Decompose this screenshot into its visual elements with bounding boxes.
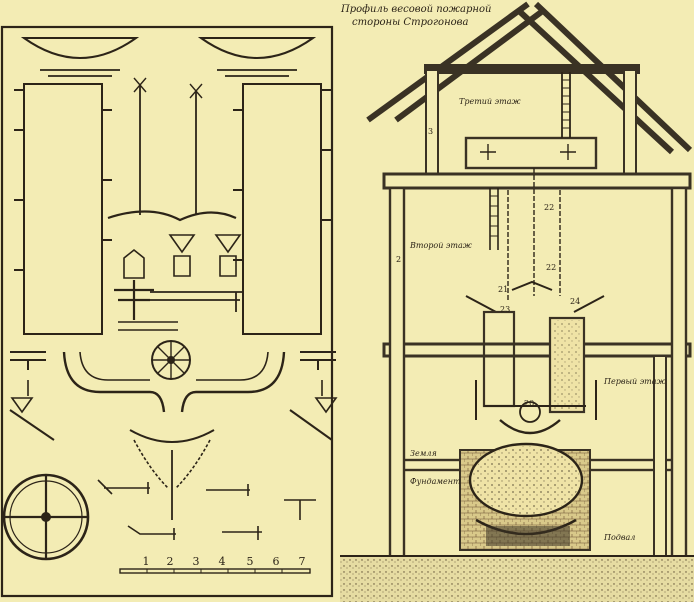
floor-label: Земля (410, 449, 437, 458)
small-gear (519, 401, 541, 423)
roof-tie-beam (424, 64, 640, 74)
wall-left (388, 186, 406, 565)
drawing-subtitle: стороны Строгонова (352, 17, 468, 28)
scale-number: 2 (167, 555, 174, 568)
floor-label: Первый этаж (603, 377, 666, 386)
drawing-title: Профиль весовой пожарной (340, 4, 491, 15)
floor-label: Третий этаж (459, 97, 521, 106)
connecting-rods (507, 168, 561, 300)
cylinder-right (242, 83, 322, 335)
funnel (511, 280, 553, 291)
manifold-left (62, 351, 166, 413)
firebox (486, 526, 570, 546)
right-panel-building-section: Профиль весовой пожарной стороны Строгон… (340, 1, 694, 602)
part-number: 23 (500, 305, 510, 314)
lantern-valve (123, 248, 145, 279)
rack-left (489, 188, 499, 250)
rack-rod (561, 72, 571, 138)
part-number: 21 (498, 285, 508, 294)
part-number: 2 (396, 255, 401, 264)
part-number: 24 (570, 297, 580, 306)
floor-beam-middle (382, 342, 692, 358)
air-chamber (129, 429, 215, 443)
part-number: 22 (546, 263, 556, 272)
part-number: 3 (428, 127, 433, 136)
valve-heads (168, 234, 242, 254)
cross-fitting (114, 280, 154, 320)
part-number: 20 (524, 399, 534, 408)
cylinder-left (23, 83, 103, 335)
handwheel (2, 473, 90, 561)
wall-inner-right (653, 355, 667, 563)
basin-right (197, 37, 317, 59)
left-panel-mechanism-parts: 1 2 3 4 5 6 7 (0, 25, 338, 598)
post (623, 69, 637, 181)
scale-number: 3 (193, 555, 200, 568)
chain (133, 439, 211, 489)
left-panel-frame (0, 25, 334, 598)
scale-number: 5 (247, 555, 254, 568)
post (425, 69, 439, 181)
floor-label: Фундамент (410, 477, 461, 486)
pump-cylinder-left (482, 310, 516, 408)
ground (340, 556, 694, 602)
scale-number: 6 (273, 555, 280, 568)
floor-label: Второй этаж (409, 241, 472, 250)
floor-label: Подвал (603, 533, 635, 542)
wall-right (670, 186, 688, 565)
scale-bar: 1 2 3 4 5 6 7 (119, 555, 311, 574)
lever-beam (107, 210, 237, 222)
basin-left (20, 37, 140, 59)
part-number: 22 (544, 203, 554, 212)
upper-tank (464, 136, 598, 170)
scale-number: 7 (299, 555, 306, 568)
piston-rods (139, 84, 197, 215)
floor-beam-upper (382, 172, 692, 190)
scale-number: 4 (219, 555, 226, 568)
gear-wheel (151, 340, 191, 380)
scale-number: 1 (143, 555, 150, 568)
manifold-right (180, 351, 286, 413)
